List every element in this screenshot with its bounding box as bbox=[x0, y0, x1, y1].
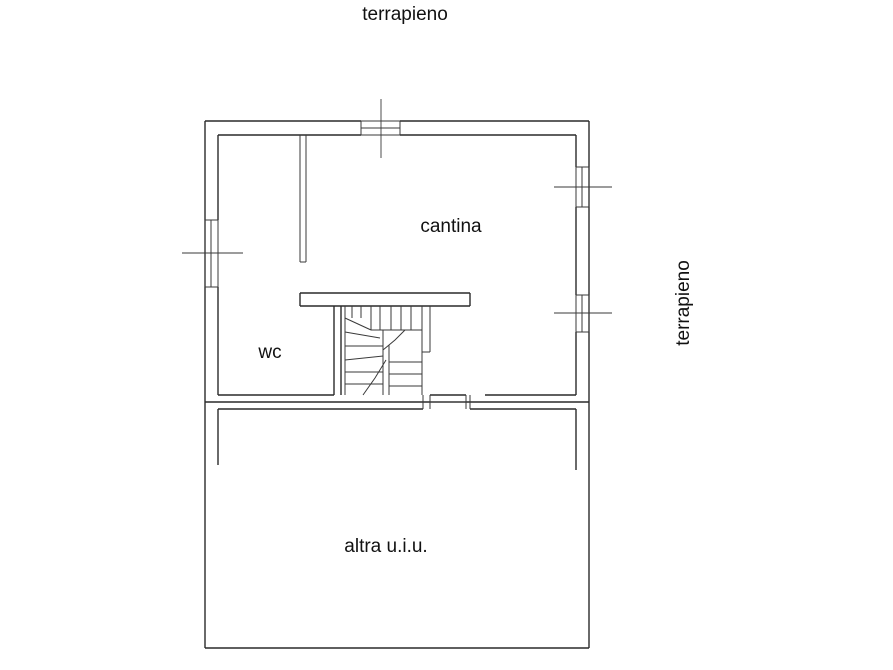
door-opening bbox=[422, 395, 471, 409]
label-altra-uiu: altra u.i.u. bbox=[344, 536, 427, 557]
stair-landing bbox=[299, 292, 471, 307]
label-top-terrapieno: terrapieno bbox=[362, 4, 448, 25]
exterior-walls bbox=[204, 120, 590, 649]
staircase bbox=[344, 306, 431, 396]
window-left bbox=[182, 219, 243, 288]
window-right-upper bbox=[554, 166, 612, 208]
label-cantina: cantina bbox=[420, 216, 482, 237]
label-right-terrapieno: terrapieno bbox=[673, 260, 694, 346]
window-top bbox=[360, 99, 401, 158]
partition-wc bbox=[299, 135, 342, 395]
label-wc: wc bbox=[257, 342, 281, 363]
window-right-lower bbox=[554, 294, 612, 333]
